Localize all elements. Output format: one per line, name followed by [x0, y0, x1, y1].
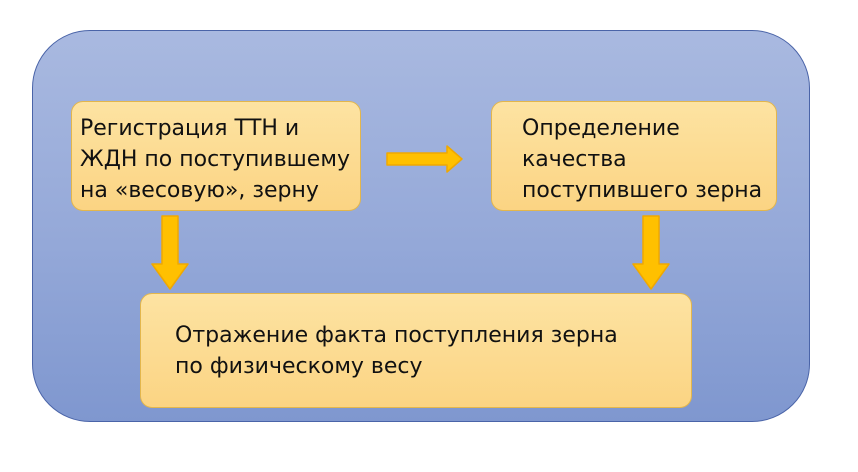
- node-quality-line-3: поступившего зерна: [522, 178, 763, 203]
- arrow-registration-to-reflection-shape: [151, 215, 189, 290]
- arrow-quality-to-reflection: [632, 215, 670, 290]
- node-quality: Определение качества поступившего зерна: [491, 101, 777, 211]
- node-quality-line-2: качества: [522, 147, 627, 172]
- arrow-registration-to-quality: [386, 145, 463, 173]
- node-reflection: Отражение факта поступления зерна по физ…: [140, 293, 692, 408]
- arrow-quality-to-reflection-shape: [632, 215, 670, 290]
- node-reflection-line-1: Отражение факта поступления зерна: [175, 323, 618, 348]
- arrow-registration-to-quality-shape: [386, 145, 463, 173]
- arrow-registration-to-reflection: [151, 215, 189, 290]
- node-registration-line-3: на «весовую», зерну: [80, 178, 319, 203]
- node-quality-line-1: Определение: [522, 116, 680, 141]
- node-registration-line-1: Регистрация ТТН и: [80, 116, 300, 141]
- node-registration-line-2: ЖДН по поступившему: [80, 147, 350, 172]
- node-reflection-line-2: по физическому весу: [175, 354, 423, 379]
- node-registration: Регистрация ТТН и ЖДН по поступившему на…: [71, 101, 361, 211]
